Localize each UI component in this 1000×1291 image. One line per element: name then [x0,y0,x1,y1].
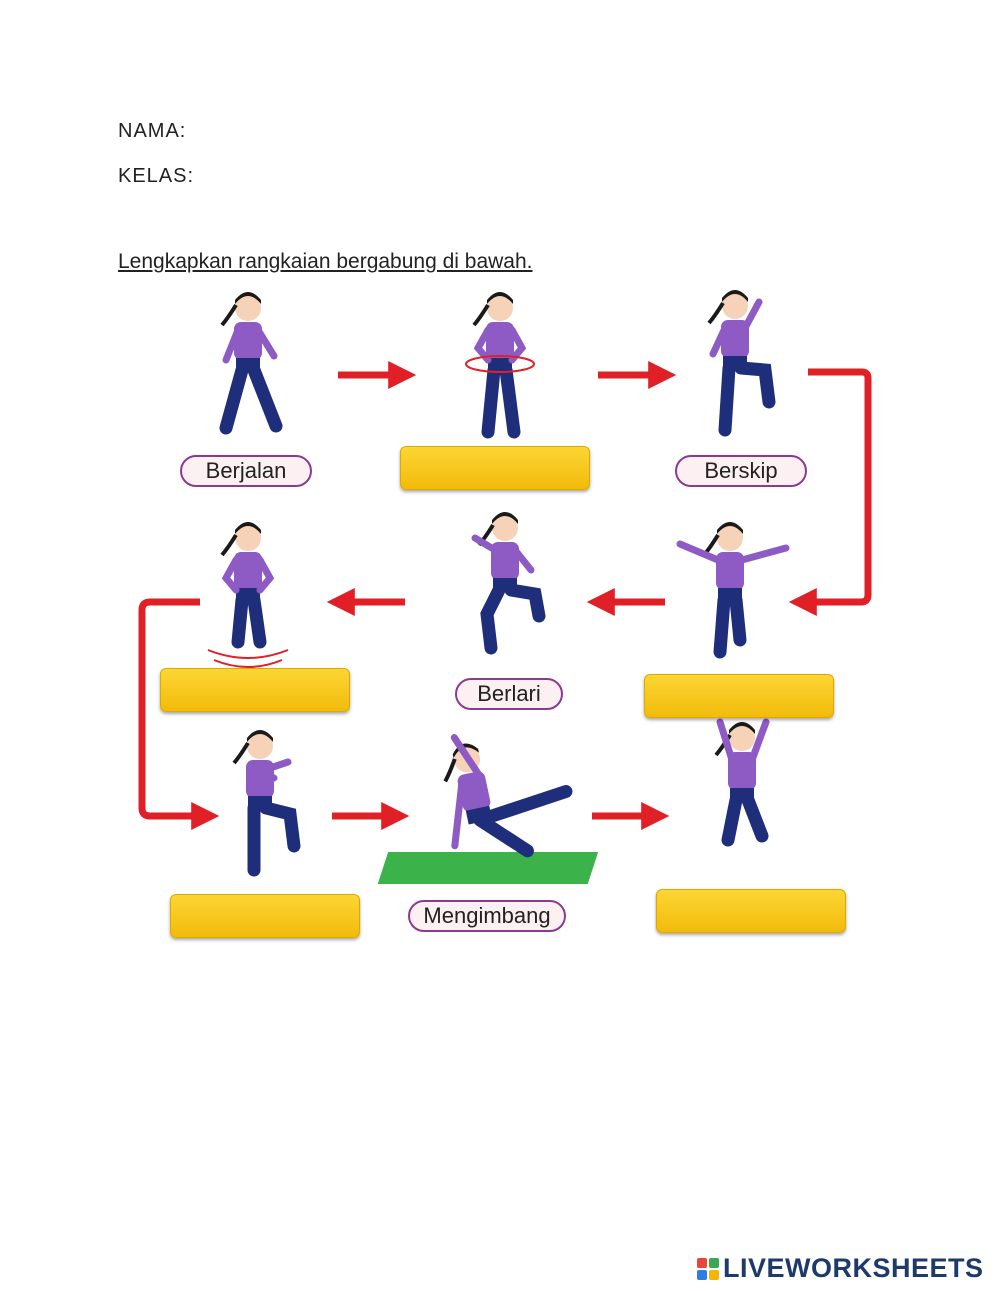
movement-sequence-diagram: Berjalan Berskip Berlari Mengimbang [120,280,880,960]
figure-running [471,510,546,655]
liveworksheets-logo: LIVEWORKSHEETS [697,1253,984,1284]
answer-box-9[interactable] [656,889,846,933]
arrow-connector-left [138,598,220,830]
figure-skipping [707,288,776,437]
diagram-artwork [138,288,872,884]
answer-box-7[interactable] [170,894,360,938]
step-label-mengimbang: Mengimbang [408,900,566,932]
liveworksheets-logo-icon [697,1257,719,1280]
figure-jumping [714,718,770,847]
step-label-berlari: Berlari [455,678,563,710]
name-label: NAMA: [118,120,187,142]
brand-name: LIVEWORKSHEETS [723,1253,984,1283]
figure-walking [219,290,283,435]
figure-hopping [207,520,289,668]
exercise-mat [377,852,599,884]
class-label: KELAS: [118,165,195,187]
answer-box-2[interactable] [400,446,590,490]
figure-balancing-arms [676,520,790,659]
instruction-text: Lengkapkan rangkaian bergabung di bawah. [118,250,533,273]
figure-balancing-plank [436,734,573,858]
figure-hip-rotation [465,290,535,439]
answer-box-6[interactable] [644,674,834,718]
figure-knee-raise [232,728,301,877]
arrow-connector-right [788,368,872,616]
answer-box-4[interactable] [160,668,350,712]
step-label-berskip: Berskip [675,455,807,487]
step-label-berjalan: Berjalan [180,455,312,487]
